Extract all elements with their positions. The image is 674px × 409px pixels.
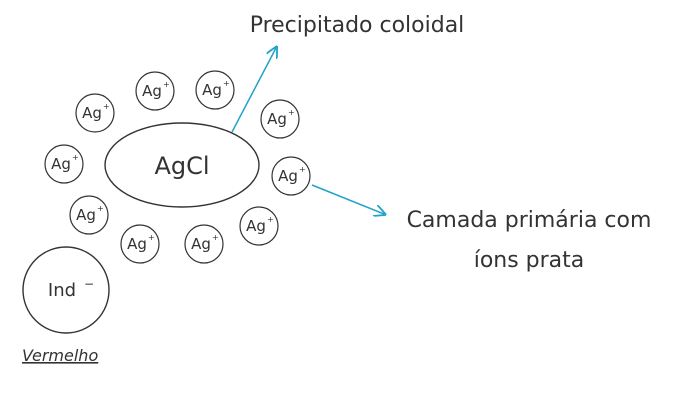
- ag-ion-label: Ag: [267, 110, 287, 128]
- ag-ion: Ag+: [239, 206, 279, 246]
- ag-ion-charge: +: [299, 165, 306, 174]
- ag-ion-charge: +: [212, 233, 219, 242]
- ag-ion-charge: +: [72, 153, 79, 162]
- ag-ion: Ag+: [135, 71, 175, 111]
- ag-ion-circle: [184, 224, 224, 264]
- ag-ion-label: Ag: [51, 155, 71, 173]
- ag-ion-circle: [271, 156, 311, 196]
- ag-ion-circle: [75, 93, 115, 133]
- ag-ion-circle: [260, 99, 300, 139]
- precipitate-label: Precipitado coloidal: [250, 13, 465, 38]
- ag-ion-label: Ag: [76, 206, 96, 224]
- ag-ion-label: Ag: [127, 235, 147, 253]
- ag-ion: Ag+: [260, 99, 300, 139]
- ag-ion-circle: [135, 71, 175, 111]
- ag-ion-charge: +: [97, 204, 104, 213]
- ag-ion-label: Ag: [191, 235, 211, 253]
- ag-ion-circle: [44, 144, 84, 184]
- ag-ions-primary-layer: Ag+Ag+Ag+Ag+Ag+Ag+Ag+Ag+Ag+Ag+: [44, 70, 311, 264]
- agcl-core: [104, 122, 260, 208]
- arrow-to-primary-layer-label: [311, 184, 384, 214]
- indicator-ion-circle: [22, 246, 110, 334]
- indicator-ion-charge: −: [84, 277, 94, 291]
- ag-ion: Ag+: [195, 70, 235, 110]
- agcl-label: AgCl: [154, 152, 209, 180]
- ag-ion-circle: [69, 195, 109, 235]
- arrow-to-precipitate-label: [231, 48, 276, 133]
- ag-ion: Ag+: [75, 93, 115, 133]
- indicator-color-label: Vermelho: [22, 346, 98, 365]
- ag-ion-circle: [195, 70, 235, 110]
- ag-ion-charge: +: [163, 80, 170, 89]
- ag-ion-circle: [120, 224, 160, 264]
- ag-ion-circle: [239, 206, 279, 246]
- ag-ion-label: Ag: [278, 167, 298, 185]
- ag-ion-charge: +: [148, 233, 155, 242]
- ag-ion-label: Ag: [142, 82, 162, 100]
- ag-ion: Ag+: [120, 224, 160, 264]
- indicator-ion-label: Ind: [48, 280, 76, 301]
- ag-ion-label: Ag: [82, 104, 102, 122]
- ag-ion: Ag+: [271, 156, 311, 196]
- ag-ion-charge: +: [223, 79, 230, 88]
- ag-ion-label: Ag: [202, 81, 222, 99]
- ag-ion-label: Ag: [246, 217, 266, 235]
- ag-ion-charge: +: [288, 108, 295, 117]
- ag-ion: Ag+: [69, 195, 109, 235]
- ag-ion: Ag+: [44, 144, 84, 184]
- ag-ion: Ag+: [184, 224, 224, 264]
- primary-layer-label-line2: íons prata: [474, 248, 585, 273]
- ag-ion-charge: +: [267, 215, 274, 224]
- ag-ion-charge: +: [103, 102, 110, 111]
- primary-layer-label-line1: Camada primária com: [407, 208, 652, 233]
